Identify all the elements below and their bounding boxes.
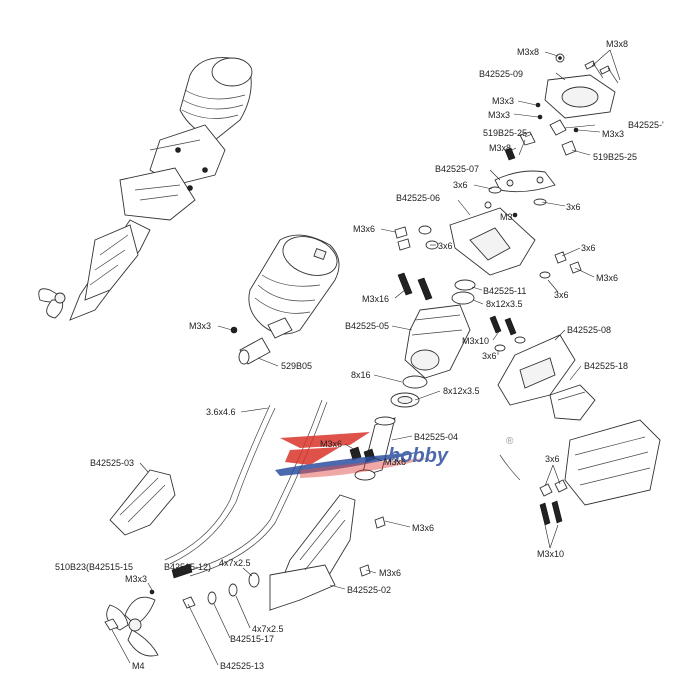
label-m3x8-a: M3x8 [517,47,539,57]
label-510b23: 510B23(B42515-15 [55,562,133,572]
housing-b42525-05 [404,304,526,379]
label-4x7x2-5-a: 4x7x2.5 [219,558,251,568]
label-8x16: 8x16 [351,370,371,380]
label-m3x16: M3x16 [362,294,389,304]
motor-mount-ring [544,53,619,119]
label-3x6-b: 3x6 [566,202,581,212]
label-m3x3-e: M3x3 [125,574,147,584]
label-m3x8-c: M3x8 [489,143,511,153]
label-m3x6-a: M3x6 [353,224,375,234]
label-b42515-12: B42515-12) [164,562,211,572]
bracket-b42525-08 [497,334,596,421]
part-labels: M3x8 M3x8 B42525-09 M3x3 M3x3 B42525-' M… [55,39,664,671]
label-8x12x3-5-b: 8x12x3.5 [443,386,480,396]
link-arm-b42525-07 [484,170,556,218]
label-b42525-03: B42525-03 [90,458,134,468]
label-b42525-06: B42525-06 [396,193,440,203]
servo [499,419,661,526]
label-m4: M4 [132,661,145,671]
label-m3x6-b: M3x6 [596,273,618,283]
label-b42525-08: B42525-08 [567,325,611,335]
motor [230,234,340,365]
label-m3x6-e: M3x6 [412,523,434,533]
label-m3x10-b: M3x10 [537,549,564,559]
label-m3x3-c: M3x3 [602,129,624,139]
label-b42525-trunc: B42525-' [628,120,664,130]
watermark-logo: hobby ® [275,432,514,478]
label-b42525-09: B42525-09 [479,69,523,79]
washers-lower [182,572,260,609]
assembled-drive-unit [38,57,253,321]
label-519b25-25-b: 519B25-25 [593,152,637,162]
label-b42515-17: B42515-17 [230,634,274,644]
label-m3x6-c: M3x6 [320,439,342,449]
leader-lines [111,49,621,666]
label-8x12x3-5-a: 8x12x3.5 [486,299,523,309]
bearing-and-screws [397,272,476,305]
label-3-6x4-6: 3.6x4.6 [206,407,236,417]
label-m3x3-a: M3x3 [492,96,514,106]
label-m3x6-d: M3x6 [384,457,406,467]
label-m3x3-b: M3x3 [488,110,510,120]
label-3x6-f: 3x6 [482,351,497,361]
strut-b42525-02 [171,494,386,611]
label-m3: M3 [500,212,513,222]
propeller [104,589,159,657]
label-m3x10-a: M3x10 [462,336,489,346]
label-519b25-25-a: 519B25-25 [483,128,527,138]
mount-plate-b42525-06 [394,207,582,279]
label-b42525-07: B42525-07 [435,164,479,174]
watermark-registered: ® [506,436,514,447]
watermark-text: hobby [388,445,449,467]
label-3x6-d: 3x6 [581,243,596,253]
label-3x6-a: 3x6 [453,180,468,190]
label-4x7x2-5-b: 4x7x2.5 [252,624,284,634]
small-screws-upper [504,102,579,161]
label-m3x6-f: M3x6 [379,568,401,578]
rudder-b42525-03 [109,469,176,536]
label-b42525-04: B42525-04 [414,432,458,442]
label-b42525-13: B42525-13 [220,661,264,671]
label-b42525-05: B42525-05 [345,321,389,331]
label-b42525-11: B42525-11 [483,286,526,296]
label-m3x3-d: M3x3 [189,321,211,331]
label-3x6-e: 3x6 [554,290,569,300]
label-b42525-02: B42525-02 [347,585,391,595]
label-3x6-c: 3x6 [438,241,453,251]
label-b42525-18: B42525-18 [584,361,628,371]
label-529b05: 529B05 [281,361,312,371]
label-3x6-g: 3x6 [545,454,560,464]
label-m3x8-b: M3x8 [606,39,628,49]
bearings-lower [390,375,428,408]
